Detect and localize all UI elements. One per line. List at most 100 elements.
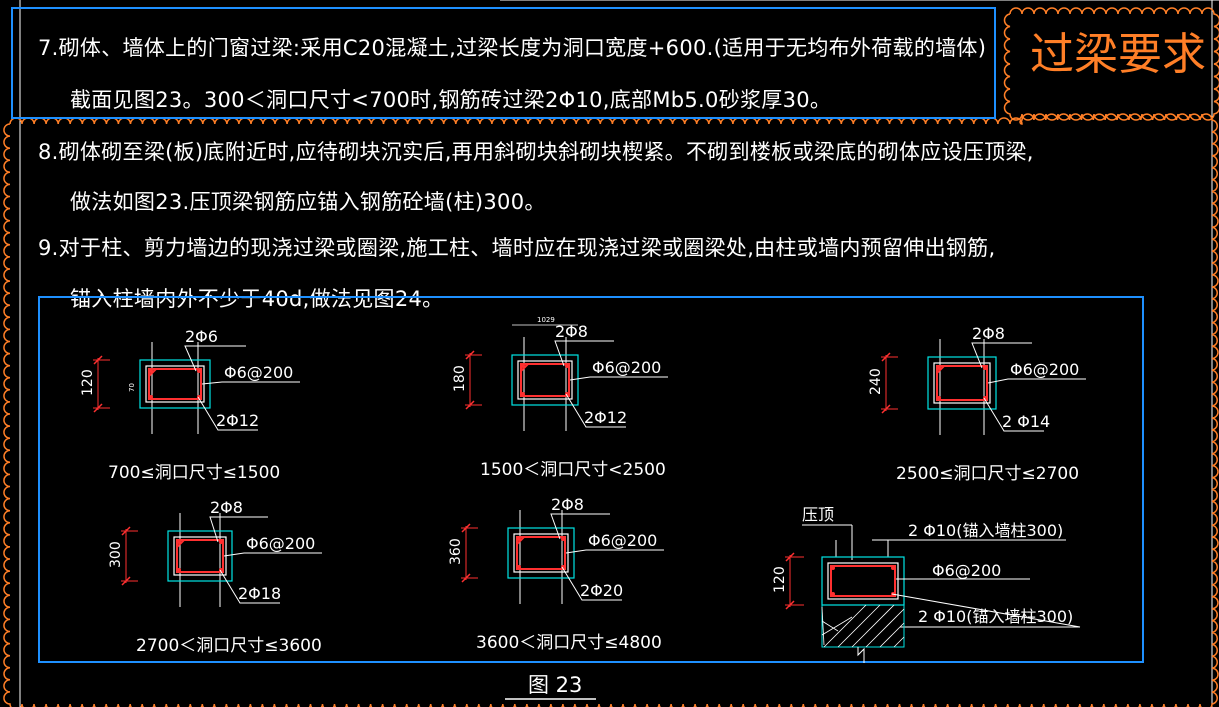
- coping-rebar: [830, 565, 896, 597]
- rebar-dot: [937, 396, 941, 400]
- note-7-line-1: 7.砌体、墙体上的门窗过梁:采用C20混凝土,过梁长度为洞口宽度+600.(适用…: [38, 36, 987, 60]
- leader-top-bar: [554, 340, 614, 367]
- cloud-border-notes: [3, 113, 1219, 707]
- leader-top-bar: [971, 342, 1032, 369]
- leader-stirrup: [565, 549, 664, 554]
- dimension-arrow-top: [881, 352, 891, 362]
- dimension-value: 180: [452, 365, 468, 392]
- leader-top-bar: [209, 516, 268, 543]
- note-9-line-1: 9.对于柱、剪力墙边的现浇过梁或圈梁,施工柱、墙时应在现浇过梁或圈梁处,由柱或墙…: [38, 236, 996, 260]
- rebar-dot: [565, 364, 569, 368]
- coping-stirrup: [827, 562, 899, 600]
- rebar-dot: [561, 537, 565, 541]
- leader-top-bar: [184, 345, 246, 372]
- rebar-dot: [219, 540, 223, 544]
- cloud-title: 过梁要求: [1030, 29, 1206, 80]
- leader-stirrup: [201, 381, 300, 385]
- stirrup-hook: [520, 363, 529, 372]
- label-bottom-bar: 2Φ20: [580, 581, 623, 600]
- rebar-dot: [517, 565, 521, 569]
- rebar-dot: [149, 369, 153, 373]
- range-caption: 3600＜洞口尺寸≤4800: [476, 633, 662, 653]
- label-stirrup: Φ6@200: [592, 358, 661, 377]
- coping-label: 压顶: [802, 505, 834, 524]
- dimension-arrow-bottom: [881, 404, 891, 414]
- range-caption: 1500＜洞口尺寸<2500: [480, 460, 666, 480]
- leader-bottom-bar: [197, 396, 258, 431]
- coping-dimension-arrow-top: [785, 552, 795, 562]
- masonry-hatch: [837, 604, 881, 648]
- label-top-bar: 2Φ8: [551, 495, 584, 514]
- leader-bottom-bar: [983, 397, 1044, 432]
- rebar-cage: [148, 368, 202, 400]
- concrete-outline: [139, 359, 211, 409]
- dimension-value: 120: [80, 369, 96, 396]
- rebar-dot: [565, 392, 569, 396]
- masonry-hatch: [823, 604, 867, 648]
- dimension-arrow-bottom: [465, 400, 475, 410]
- rebar-dot: [521, 392, 525, 396]
- coping-dimension-value: 120: [772, 566, 788, 593]
- label-bottom-bar: 2 Φ14: [1002, 412, 1050, 431]
- rebar-dot: [983, 366, 987, 370]
- dimension-arrow-bottom: [461, 573, 471, 583]
- small-dimension-note: 1029: [537, 316, 555, 324]
- figure-caption: 图 23: [528, 673, 582, 697]
- rebar-dot: [831, 592, 835, 596]
- masonry-hatch: [879, 622, 905, 648]
- leader-stirrup: [569, 376, 668, 381]
- revision-clouds: [3, 7, 1219, 707]
- note-8-line-2: 做法如图23.压顶梁钢筋应锚入钢筋砼墙(柱)300。: [70, 190, 546, 214]
- rebar-dot: [561, 565, 565, 569]
- masonry-outline: [821, 604, 905, 648]
- masonry-hatch: [851, 604, 895, 648]
- stirrup-hook: [148, 368, 157, 377]
- selection-box-note-7[interactable]: [11, 7, 996, 119]
- rebar-dot: [831, 566, 835, 570]
- coping-dimension-arrow-bottom: [785, 600, 795, 610]
- label-stirrup: Φ6@200: [1010, 360, 1079, 379]
- masonry-hatch: [865, 608, 905, 648]
- leader-bottom-bar: [219, 569, 280, 604]
- rebar-dot: [983, 396, 987, 400]
- concrete-outline: [507, 527, 575, 579]
- leader-stirrup: [987, 378, 1086, 384]
- rebar-cage: [176, 539, 224, 573]
- dimension-arrow-top: [121, 526, 131, 536]
- masonry-hatch: [821, 606, 825, 646]
- dimension-value: 360: [448, 538, 464, 565]
- rebar-dot: [891, 566, 895, 570]
- rebar-dot: [177, 568, 181, 572]
- stirrup-hook: [936, 365, 945, 374]
- range-caption: 2500≤洞口尺寸≤2700: [896, 464, 1079, 484]
- label-bottom-bar: 2Φ12: [216, 411, 259, 430]
- note-7-line-2: 截面见图23。300＜洞口尺寸<700时,钢筋砖过梁2Φ10,底部Mb5.0砂浆…: [70, 88, 832, 112]
- coping-bottom-leader: [891, 593, 1081, 628]
- concrete-outline: [167, 530, 233, 582]
- coping-top-bar-label: 2 Φ10(锚入墙柱300): [908, 521, 1063, 540]
- stirrup-hook: [516, 536, 525, 545]
- label-stirrup: Φ6@200: [588, 531, 657, 550]
- coping-concrete: [821, 556, 905, 606]
- rebar-cage: [520, 363, 570, 397]
- stirrup-hook: [176, 539, 185, 548]
- note-8-line-1: 8.砌体砌至梁(板)底附近时,应待砌块沉实后,再用斜砌块斜砌块楔紧。不砌到楼板或…: [38, 140, 1034, 164]
- label-bottom-bar: 2Φ12: [584, 408, 627, 427]
- masonry-hatch: [821, 616, 853, 636]
- selection-box-figure-23[interactable]: [38, 296, 1144, 663]
- rebar-cage: [936, 365, 988, 401]
- label-stirrup: Φ6@200: [224, 363, 293, 382]
- masonry-hatch: [893, 636, 905, 648]
- label-top-bar: 2Φ8: [972, 324, 1005, 343]
- range-caption: 2700＜洞口尺寸≤3600: [136, 636, 322, 656]
- dimension-arrow-bottom: [121, 576, 131, 586]
- concrete-outline: [511, 354, 579, 406]
- label-bottom-bar: 2Φ18: [238, 584, 281, 603]
- coping-bottom-bar-label: 2 Φ10(锚入墙柱300): [918, 607, 1073, 626]
- rebar-cage: [516, 536, 566, 570]
